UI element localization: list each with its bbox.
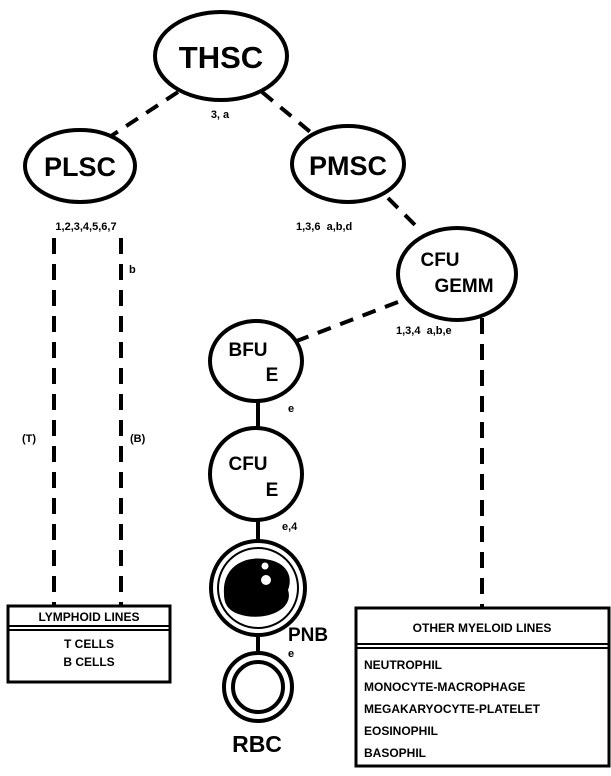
rbc-label: RBC <box>232 731 282 757</box>
pmsc-node <box>290 124 406 204</box>
myeloid-item-monocyte: MONOCYTE-MACROPHAGE <box>364 680 525 694</box>
pnb-label: PNB <box>288 625 328 646</box>
myeloid-item-neutrophil: NEUTROPHIL <box>364 658 442 672</box>
pnb-nucleus <box>223 558 290 617</box>
b-line-label: (B) <box>130 433 146 445</box>
thsc-split-label: 3, a <box>211 109 230 121</box>
myeloid-item-basophil: BASOPHIL <box>364 746 426 760</box>
pmsc-marker-label: 1,3,6 a,b,d <box>296 221 352 233</box>
rbc-cell <box>222 651 294 723</box>
pnb-rbc-marker: e <box>288 648 294 660</box>
cfu-gemm-label-bottom: GEMM <box>434 276 493 297</box>
plsc-node <box>23 128 137 204</box>
pnb-cell <box>209 539 307 637</box>
t-line-label: (T) <box>22 433 36 445</box>
bfu-e-node <box>208 319 304 403</box>
myeloid-item-eosinophil: EOSINOPHIL <box>364 724 438 738</box>
gemm-marker-label: 1,3,4 a,b,e <box>396 325 452 337</box>
thsc-pmsc-connector <box>260 90 322 142</box>
pmsc-label: PMSC <box>309 151 387 181</box>
cfu-e-label-bottom: E <box>266 480 279 501</box>
thsc-node <box>153 10 289 102</box>
myeloid-item-megakaryocyte: MEGAKARYOCYTE-PLATELET <box>364 702 541 716</box>
myeloid-lines-box <box>354 606 611 768</box>
lymphoid-item-b-cells: B CELLS <box>63 655 114 669</box>
lymphoid-lines-title: LYMPHOID LINES <box>39 610 140 624</box>
bfu-e-label-top: BFU <box>228 340 267 361</box>
b-line-marker: b <box>129 264 136 276</box>
bfu-e-label-bottom: E <box>266 365 279 386</box>
cfu-e-label-top: CFU <box>228 454 267 475</box>
thsc-plsc-connector <box>100 90 180 144</box>
pmsc-gemm-connector <box>386 196 420 230</box>
cfu-e-node <box>208 426 304 522</box>
cfu-pnb-marker: e,4 <box>282 521 298 533</box>
lymphoid-item-t-cells: T CELLS <box>64 637 114 651</box>
gemm-bfu-connector <box>293 300 399 344</box>
thsc-label: THSC <box>179 40 263 75</box>
bfu-cfu-marker: e <box>288 403 294 415</box>
cfu-gemm-node <box>396 226 518 322</box>
lymphoid-lines-box <box>6 604 172 684</box>
plsc-label: PLSC <box>44 152 116 182</box>
plsc-marker-label: 1,2,3,4,5,6,7 <box>55 221 116 233</box>
myeloid-lines-title: OTHER MYELOID LINES <box>413 621 552 635</box>
cfu-gemm-label-top: CFU <box>420 250 459 271</box>
